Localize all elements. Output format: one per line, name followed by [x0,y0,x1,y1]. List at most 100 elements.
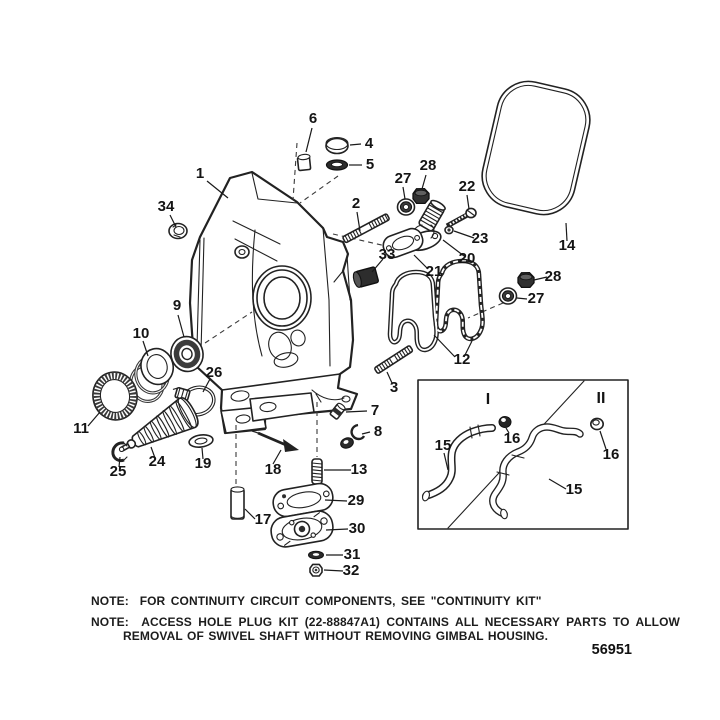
callout-number: 8 [374,423,382,440]
leader-line [345,410,368,413]
callout-number: 20 [459,250,476,267]
callout-number: 16 [603,446,620,463]
leader-line [361,431,371,435]
leader-line [421,174,427,190]
leader-line [118,456,121,468]
leader-line [565,222,568,242]
leader-line [325,528,349,531]
part-oring-5 [325,159,349,171]
part-bellows-24 [118,397,199,453]
leader-line [206,180,229,199]
part-bushing-6 [296,153,312,172]
callout-number: 28 [420,157,437,174]
part-nut-32 [309,563,323,577]
part-bolt-22 [445,207,477,229]
callout-number: 17 [255,511,272,528]
callout-number: 9 [173,297,181,314]
part-pin-17 [230,486,245,520]
leader-line [201,447,204,460]
part-nut-23 [444,225,454,235]
part-drive-pin-18 [251,430,299,452]
callout-number: 11 [73,420,89,437]
note-access-plug-line2: REMOVAL OF SWIVEL SHAFT WITHOUT REMOVING… [123,629,549,643]
callout-number: 27 [395,170,412,187]
leader-line [371,258,384,273]
leader-line [466,194,470,210]
leader-line [177,314,185,338]
notes-block: NOTE: FOR CONTINUITY CIRCUIT COMPONENTS,… [91,594,680,643]
leader-line [443,452,449,471]
leader-line [548,478,567,490]
drawing-number: 56951 [591,642,632,658]
note-access-plug-line1: NOTE: ACCESS HOLE PLUG KIT (22-88847A1) … [91,615,680,629]
part-gasket-21 [382,227,424,259]
leader-line [533,276,548,281]
callout-number: 33 [379,246,396,263]
callout-number: 13 [351,461,368,478]
callout-number: 22 [459,178,476,195]
callout-number: 31 [344,546,361,563]
inset-box [417,379,629,530]
leader-line [150,446,156,459]
callout-number: 29 [348,492,365,509]
part-oring-31 [308,550,324,560]
part-plug-7 [329,402,346,420]
callout-number: 34 [158,198,175,215]
callout-number: 23 [472,230,489,247]
leader-line [87,411,101,427]
part-nut-28-lower [517,271,535,289]
leader-line [244,508,256,520]
callout-number: 12 [454,351,471,368]
leader-line [505,427,510,434]
callout-number: 16 [504,430,521,447]
callout-number: 14 [559,237,576,254]
callout-number: 18 [265,461,282,478]
part-bushing-4 [325,136,349,155]
callout-number: 24 [149,453,166,470]
callout-number: 1 [196,165,204,182]
part-spring-13 [311,458,323,485]
leader-line [453,230,475,239]
callout-number: 10 [133,325,150,342]
callout-number: 25 [110,463,127,480]
inset-section-label: I [486,391,490,408]
callout-number: 27 [528,290,545,307]
part-cover-assembly-30 [270,510,334,548]
part-nut-28-upper [412,187,430,205]
part-washer-19 [188,434,214,448]
leader-line [323,569,344,572]
callout-number: 28 [545,268,562,285]
callout-number: 6 [309,110,317,127]
leader-line [386,371,393,384]
part-stud-2 [342,213,390,244]
part-hose-15-version2 [489,423,584,520]
leader-line [413,254,429,270]
part-washer-27-upper [396,198,416,216]
callout-number: 26 [206,364,223,381]
leader-line [305,127,313,153]
leader-line [463,340,473,358]
part-toothed-ring-11 [92,371,138,421]
part-cap-16-version1 [498,416,512,428]
leader-line [349,143,362,146]
part-plug-33 [352,266,379,288]
part-hose-15-version1 [421,424,496,502]
leader-line [169,214,177,228]
part-cap-16-version2 [589,417,604,431]
callout-number: 19 [195,455,212,472]
callout-number: 21 [426,263,443,280]
note-continuity: NOTE: FOR CONTINUITY CIRCUIT COMPONENTS,… [91,594,542,608]
part-washer-27-lower [498,287,518,305]
leader-line [516,297,528,300]
callout-number: 15 [435,437,452,454]
part-gasket-29 [272,482,334,518]
leader-line [272,449,282,465]
leader-line [356,211,361,232]
leader-line [402,186,406,200]
callout-number: 3 [390,379,398,396]
part-clip-anode-8 [340,423,366,449]
callout-number: 7 [371,402,379,419]
